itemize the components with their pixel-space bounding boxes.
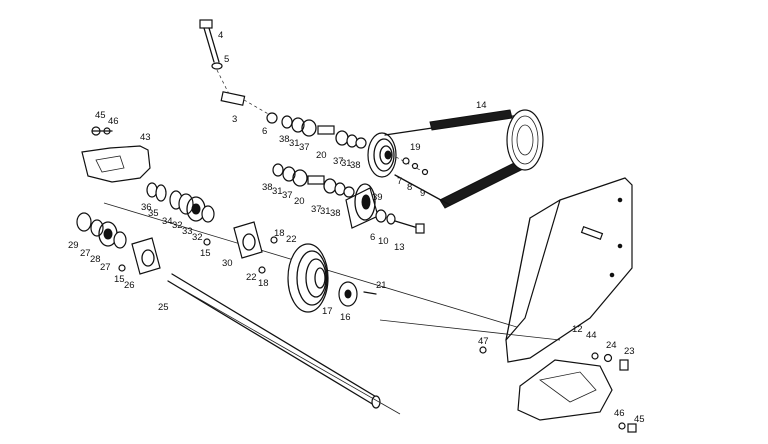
callout-47: 47	[478, 336, 489, 347]
callout-17: 17	[322, 306, 333, 317]
lower-shaft-parts	[272, 163, 355, 198]
callout-36: 36	[141, 202, 152, 213]
callout-20: 20	[316, 150, 327, 161]
callout-34: 34	[162, 216, 173, 227]
callout-7: 7	[397, 176, 402, 187]
left-bearing-parts	[76, 212, 127, 249]
bearing-housings	[118, 221, 278, 275]
callout-30: 30	[222, 258, 233, 269]
callout-labels: 4 5 3 6 38 31 37 20 37 31 38 14 19 7 8 9…	[68, 30, 645, 425]
callout-31: 31	[320, 206, 331, 217]
callout-38: 38	[330, 208, 341, 219]
main-shaft	[167, 273, 401, 415]
bolt-13-assembly	[375, 209, 425, 234]
callout-4: 4	[218, 30, 223, 41]
callout-15: 15	[114, 274, 125, 285]
callout-13: 13	[394, 242, 405, 253]
frame-plate	[379, 177, 633, 363]
callout-22: 22	[286, 234, 297, 245]
callout-12: 12	[572, 324, 583, 335]
callout-39: 39	[372, 192, 383, 203]
callout-38: 38	[279, 134, 290, 145]
callout-24: 24	[606, 340, 617, 351]
callout-14: 14	[476, 100, 487, 111]
callout-20: 20	[294, 196, 305, 207]
callout-27: 27	[80, 248, 91, 259]
callout-28: 28	[90, 254, 101, 265]
callout-37: 37	[299, 142, 310, 153]
callout-25: 25	[158, 302, 169, 313]
callout-43: 43	[140, 132, 151, 143]
callout-6: 6	[262, 126, 267, 137]
callout-19: 19	[410, 142, 421, 153]
callout-5: 5	[224, 54, 229, 65]
callout-31: 31	[341, 158, 352, 169]
callout-18: 18	[258, 278, 269, 289]
drive-chain	[384, 109, 544, 209]
callout-27: 27	[100, 262, 111, 273]
callout-21: 21	[376, 280, 387, 291]
callout-26: 26	[124, 280, 135, 291]
callout-16: 16	[340, 312, 351, 323]
idler-roller	[345, 183, 379, 229]
callout-38: 38	[262, 182, 273, 193]
callout-23: 23	[624, 346, 635, 357]
bearing-stack	[103, 182, 561, 341]
main-pulley	[287, 243, 377, 313]
callout-10: 10	[378, 236, 389, 247]
callout-46: 46	[614, 408, 625, 419]
callout-32: 32	[172, 220, 183, 231]
callout-9: 9	[420, 188, 425, 199]
lower-guard	[479, 346, 637, 433]
callout-15: 15	[200, 248, 211, 259]
cover-part	[81, 126, 151, 183]
callout-37: 37	[311, 204, 322, 215]
callout-35: 35	[148, 208, 159, 219]
callout-37: 37	[282, 190, 293, 201]
callout-38: 38	[350, 160, 361, 171]
callout-3: 3	[232, 114, 237, 125]
callout-37: 37	[333, 156, 344, 167]
callout-33: 33	[182, 226, 193, 237]
callout-22: 22	[246, 272, 257, 283]
callout-6: 6	[370, 232, 375, 243]
upper-shaft-parts	[266, 112, 367, 149]
upper-pulley	[367, 132, 429, 178]
callout-44: 44	[586, 330, 597, 341]
callout-31: 31	[272, 186, 283, 197]
callout-31: 31	[289, 138, 300, 149]
callout-29: 29	[68, 240, 79, 251]
callout-46: 46	[108, 116, 119, 127]
callout-45: 45	[634, 414, 645, 425]
callout-18: 18	[274, 228, 285, 239]
bolt-part	[199, 19, 273, 117]
callout-45: 45	[95, 110, 106, 121]
callout-32: 32	[192, 232, 203, 243]
callout-8: 8	[407, 182, 412, 193]
